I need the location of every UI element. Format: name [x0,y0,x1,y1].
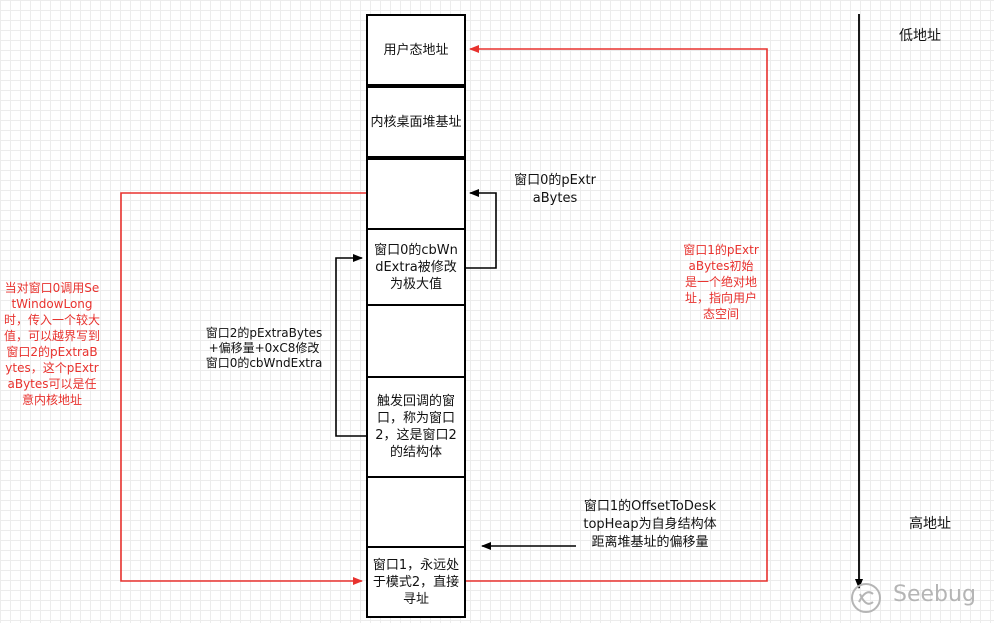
low-address-label: 低地址 [899,28,941,44]
cell-callback-window2: 触发回调的窗口，称为窗口2，这是窗口2的结构体 [366,376,466,478]
cell-window1-mode2: 窗口1，永远处于模式2，直接寻址 [366,546,466,618]
cell-empty-2 [366,304,466,378]
left-red-annotation: 当对窗口0调用SetWindowLong时，传入一个较大值，可以越界写到窗口2的… [4,281,101,407]
cell-empty-3 [366,476,466,548]
window1-offset-label: 窗口1的OffsetToDesktopHeap为自身结构体距离堆基址的偏移量 [583,499,717,550]
watermark-text: Seebug [893,582,976,607]
black-arrow-window2-to-window0 [335,254,366,437]
window2-offset-label: 窗口2的pExtraBytes+偏移量+0xC8修改窗口0的cbWndExtra [205,326,323,370]
right-red-annotation: 窗口1的pExtraBytes初始是一个绝对地址，指向用户态空间 [683,243,759,321]
cell-user-mode-address: 用户态地址 [366,14,466,86]
red-arrow-to-window1 [120,192,366,585]
window0-pextrabytes-label: 窗口0的pExtraBytes [514,173,596,206]
black-arrow-window0-pextrabytes [466,189,497,269]
cell-empty-1 [366,158,466,230]
cell-kernel-desktop-heap-base: 内核桌面堆基址 [366,86,466,158]
cell-window0-cbwndextra: 窗口0的cbWndExtra被修改为极大值 [366,228,466,306]
red-arrow-window1-to-user-address [466,45,768,582]
high-address-label: 高地址 [909,516,951,532]
seebug-logo-icon [851,583,881,613]
